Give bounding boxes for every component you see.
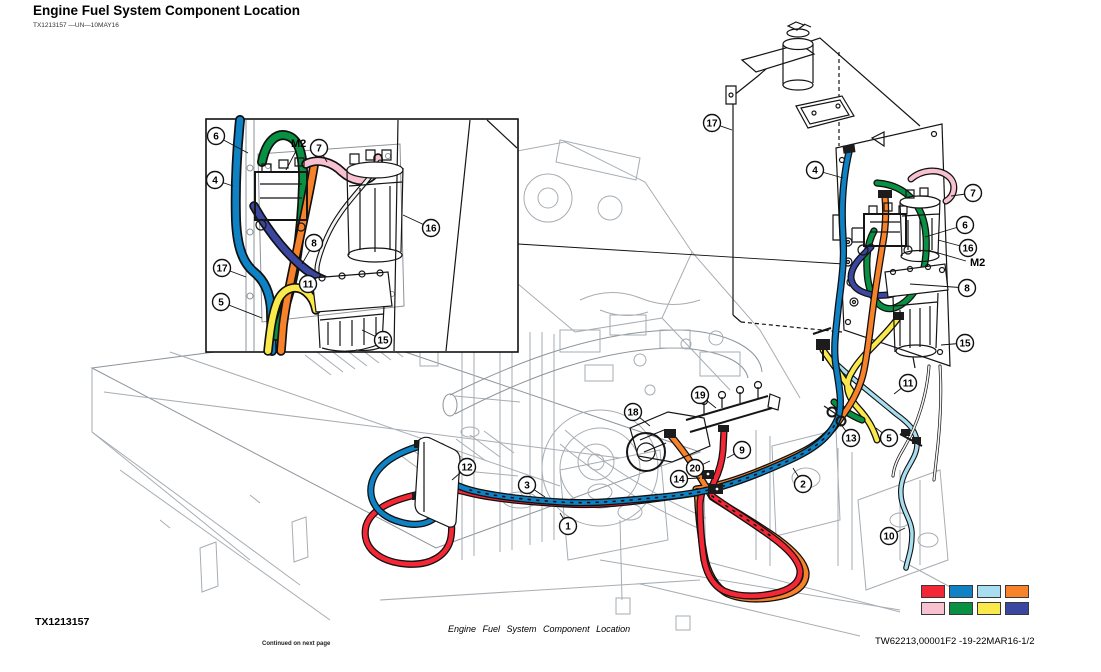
injection-pump-assembly (626, 187, 949, 494)
machine-background (90, 139, 953, 637)
svg-text:6: 6 (213, 132, 219, 143)
callout-4: 4 (205, 170, 234, 190)
svg-text:M2: M2 (291, 138, 306, 150)
svg-text:1: 1 (565, 522, 571, 533)
callout-1: 1 (558, 512, 578, 536)
callout-20: 20 (685, 458, 711, 478)
document-reference: TW62213,00001F2 -19-22MAR16-1/2 (875, 636, 1035, 647)
callout-6: 6 (206, 126, 249, 154)
svg-text:5: 5 (218, 298, 224, 309)
svg-text:8: 8 (311, 239, 317, 250)
callout-7: 7 (950, 183, 983, 203)
svg-text:3: 3 (524, 481, 530, 492)
callout-18: 18 (623, 402, 651, 427)
svg-text:20: 20 (689, 464, 701, 475)
callout-11: 11 (298, 274, 319, 294)
legend-swatch-red (921, 585, 945, 598)
svg-text:M2: M2 (970, 257, 985, 269)
svg-text:12: 12 (461, 463, 473, 474)
continued-note: Continued on next page (262, 641, 331, 647)
svg-text:15: 15 (959, 339, 971, 350)
callout-15: 15 (940, 333, 975, 353)
figure-id: TX1213157 —UN—10MAY16 (33, 22, 119, 29)
svg-text:15: 15 (377, 336, 389, 347)
callout-13: 13 (839, 422, 861, 448)
svg-text:14: 14 (673, 475, 685, 486)
svg-text:8: 8 (964, 284, 970, 295)
callout-16: 16 (937, 238, 978, 258)
fuel-hoses (361, 144, 958, 603)
svg-text:5: 5 (886, 434, 892, 445)
svg-text:18: 18 (627, 408, 639, 419)
svg-text:7: 7 (316, 144, 322, 155)
callout-7: 7 (309, 138, 329, 163)
svg-text:11: 11 (303, 280, 314, 291)
svg-text:17: 17 (216, 264, 228, 275)
svg-text:10: 10 (883, 532, 895, 543)
legend-swatch-dark-blue (1005, 602, 1029, 615)
inset-hoses (230, 115, 384, 356)
callout-9: 9 (726, 440, 752, 460)
callout-6: 6 (924, 215, 975, 238)
svg-text:6: 6 (962, 221, 968, 232)
figure-number: TX1213157 (35, 616, 90, 628)
callout-16: 16 (402, 214, 441, 238)
callout-14: 14 (669, 469, 701, 489)
hose-color-legend (921, 585, 1029, 615)
callout-3: 3 (517, 475, 546, 498)
svg-text:13: 13 (845, 434, 857, 445)
legend-swatch-light-blue (977, 585, 1001, 598)
callout-12: 12 (451, 457, 477, 481)
inset-components (254, 149, 404, 352)
fuel-cooler (414, 436, 461, 528)
callout-11: 11 (893, 373, 918, 395)
svg-text:17: 17 (706, 119, 718, 130)
legend-swatch-blue (949, 585, 973, 598)
legend-swatch-pink (921, 602, 945, 615)
callout-19: 19 (690, 385, 717, 409)
svg-text:2: 2 (800, 480, 806, 491)
svg-text:16: 16 (425, 224, 437, 235)
callout-15: 15 (361, 329, 393, 350)
callout-17: 17 (212, 258, 247, 278)
inset-background (245, 119, 518, 352)
callout-layer-inset: 4 5 6 7 8 11 15 16 17 (205, 126, 441, 350)
legend-swatch-orange (1005, 585, 1029, 598)
label-m2: M2 (927, 249, 985, 269)
callout-4: 4 (805, 160, 844, 180)
callout-8: 8 (909, 278, 977, 298)
svg-text:19: 19 (694, 391, 706, 402)
legend-swatch-yellow (977, 602, 1001, 615)
callout-10: 10 (879, 526, 906, 546)
callout-2: 2 (792, 467, 813, 494)
page-title: Engine Fuel System Component Location (33, 3, 301, 18)
svg-text:11: 11 (903, 379, 914, 390)
label-m2: M2 (285, 138, 306, 171)
svg-text:7: 7 (970, 189, 976, 200)
svg-text:4: 4 (212, 176, 218, 187)
callout-5: 5 (875, 427, 899, 448)
svg-text:4: 4 (812, 166, 818, 177)
callout-17: 17 (702, 113, 733, 133)
legend-swatch-green (949, 602, 973, 615)
inset-detail-box (205, 115, 519, 356)
callout-8: 8 (301, 233, 324, 265)
callout-5: 5 (211, 292, 263, 319)
figure-caption: Engine Fuel System Component Location (448, 624, 631, 634)
svg-text:9: 9 (739, 446, 745, 457)
svg-text:16: 16 (962, 244, 974, 255)
